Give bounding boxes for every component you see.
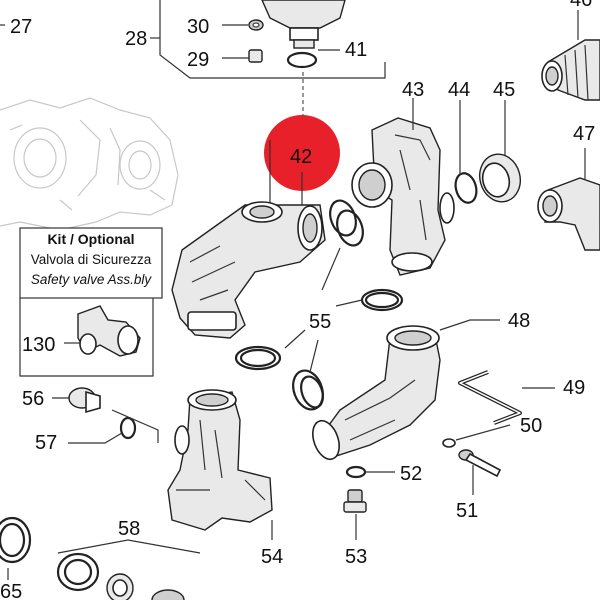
part-55-orings — [234, 199, 404, 411]
callout-47: 47 — [573, 123, 595, 145]
kit-line-english: Safety valve Ass.bly — [31, 272, 153, 287]
part-57-oring — [119, 416, 137, 440]
part-30-nut — [222, 19, 264, 31]
callout-51: 51 — [456, 500, 478, 522]
callout-27: 27 — [10, 16, 32, 38]
callout-58: 58 — [118, 518, 140, 540]
callout-48: 48 — [508, 310, 530, 332]
part-65-rings — [0, 516, 185, 605]
part-54-manifold — [167, 389, 273, 531]
callout-44: 44 — [448, 79, 470, 101]
callout-28: 28 — [125, 28, 147, 50]
pump-head-partial — [261, 0, 346, 49]
callout-50: 50 — [520, 415, 542, 437]
callout-45: 45 — [493, 79, 515, 101]
kit-line-italian: Valvola di Sicurezza — [31, 252, 152, 267]
part-44-oring — [454, 172, 478, 204]
part-47-elbow — [537, 177, 600, 251]
bracket-58-line — [57, 539, 201, 554]
highlight-circle-42 — [264, 115, 340, 191]
kit-box — [19, 227, 163, 299]
callout-54: 54 — [261, 546, 283, 568]
bracket-28-line — [159, 0, 386, 79]
callout-43: 43 — [402, 79, 424, 101]
callout-57: 57 — [35, 432, 57, 454]
callout-41: 41 — [345, 39, 367, 61]
part-130-safety-valve — [77, 305, 141, 357]
part-48-manifold — [312, 325, 441, 461]
part-50-washer — [442, 438, 456, 448]
callout-65: 65 — [0, 581, 22, 600]
callout-55: 55 — [309, 311, 331, 333]
callout-52: 52 — [400, 463, 422, 485]
callout-29: 29 — [187, 49, 209, 71]
callout-30: 30 — [187, 16, 209, 38]
part-56-plug — [68, 387, 101, 414]
callout-49: 49 — [563, 377, 585, 399]
callout-46: 46 — [570, 0, 592, 11]
part-42-manifold — [171, 201, 326, 339]
callout-56: 56 — [22, 388, 44, 410]
part-29-bolt — [222, 49, 263, 63]
part-43-manifold — [351, 117, 455, 276]
part-41-oring — [286, 51, 318, 69]
callout-130: 130 — [22, 334, 55, 356]
callout-53: 53 — [345, 546, 367, 568]
part-52-oring — [345, 465, 367, 479]
part-46-fitting — [541, 39, 600, 101]
kit-title: Kit / Optional — [47, 231, 134, 247]
callout-42: 42 — [290, 146, 312, 168]
part-53-plug — [343, 489, 367, 513]
pump-body-ghost — [0, 97, 179, 231]
part-51-bolt — [458, 449, 502, 478]
part-45-nut — [479, 153, 521, 203]
